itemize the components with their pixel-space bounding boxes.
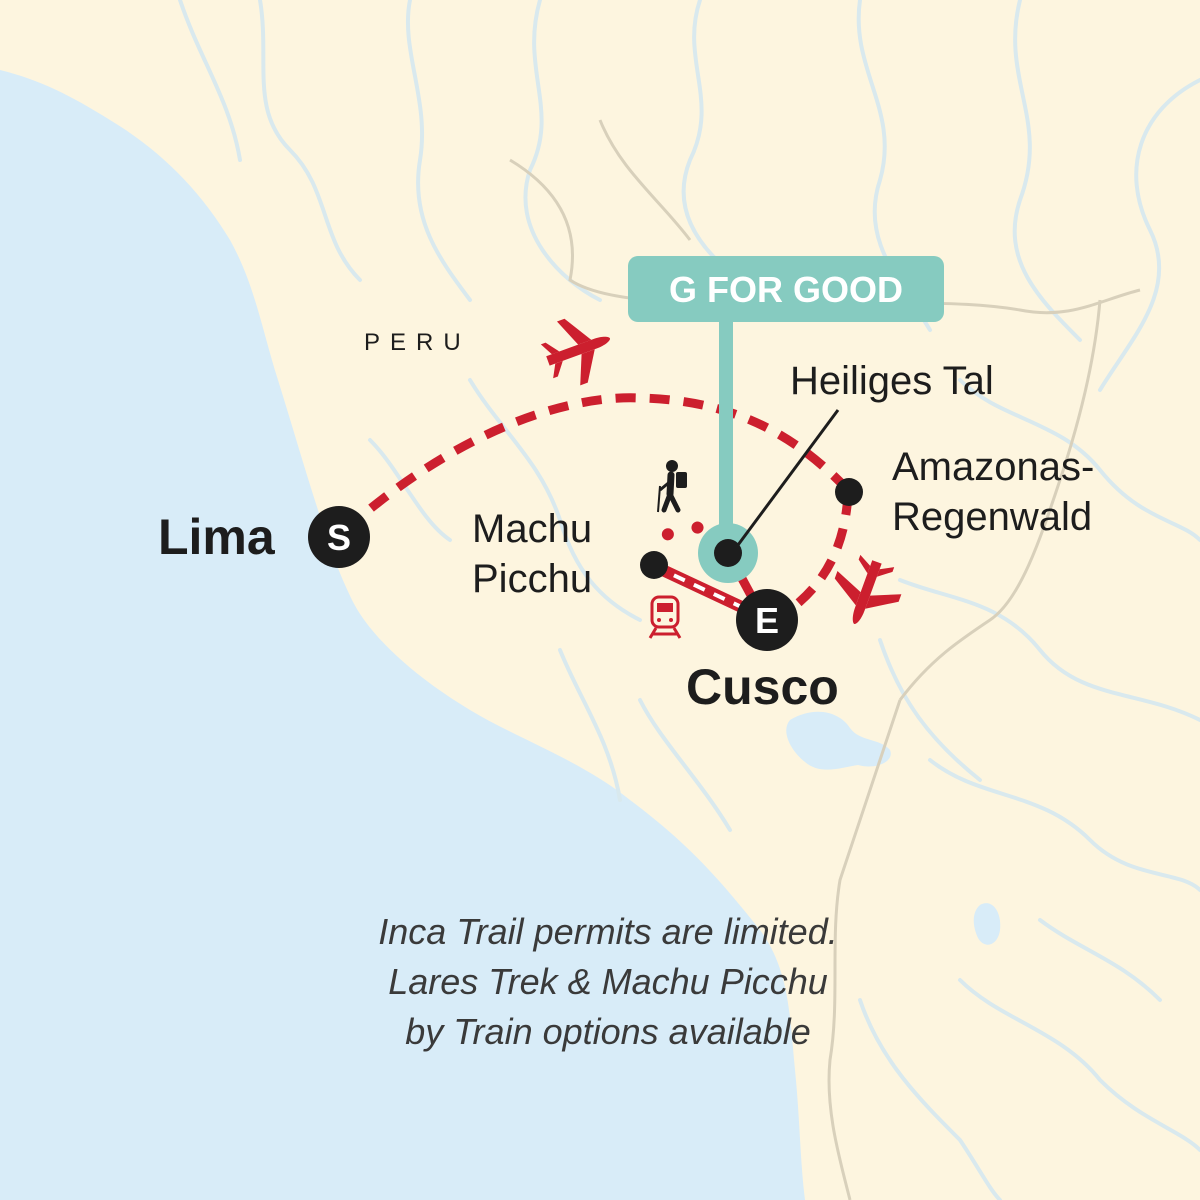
flight-route-lima-amazon (342, 393, 852, 534)
country-label: PERU (364, 329, 471, 356)
sacred-valley-leader (736, 409, 840, 546)
plane-icon (834, 554, 902, 624)
g-for-good-badge (628, 256, 944, 322)
g-for-good-badge-text: G FOR GOOD (669, 269, 903, 310)
cusco-label: Cusco (686, 659, 839, 715)
sacred-valley-marker (714, 539, 742, 567)
lake-small (973, 903, 1001, 945)
machu-picchu-label-line2: Picchu (472, 557, 592, 601)
cusco-end-letter: E (755, 600, 779, 641)
amazon-label-line2: Regenwald (892, 495, 1092, 539)
note-line-2: Lares Trek & Machu Picchu (388, 961, 828, 1002)
lima-label: Lima (158, 509, 276, 565)
pacific-ocean (0, 70, 805, 1200)
lima-start-marker (308, 506, 370, 568)
plane-icon (540, 318, 610, 386)
machu-picchu-marker (640, 551, 668, 579)
note-line-3: by Train options available (405, 1011, 811, 1052)
lima-start-letter: S (327, 517, 351, 558)
rivers (178, 0, 1200, 1200)
amazon-label-line1: Amazonas- (892, 445, 1094, 489)
flight-route-amazon-cusco (775, 494, 853, 622)
train-icon (648, 595, 682, 639)
cusco-end-marker (736, 589, 798, 651)
machu-picchu-label-line1: Machu (472, 507, 592, 551)
sacred-valley-label: Heiliges Tal (790, 359, 994, 403)
lake (786, 711, 891, 770)
note-line-1: Inca Trail permits are limited. (378, 911, 837, 952)
amazon-marker (835, 478, 863, 506)
hiker-icon (657, 460, 687, 513)
